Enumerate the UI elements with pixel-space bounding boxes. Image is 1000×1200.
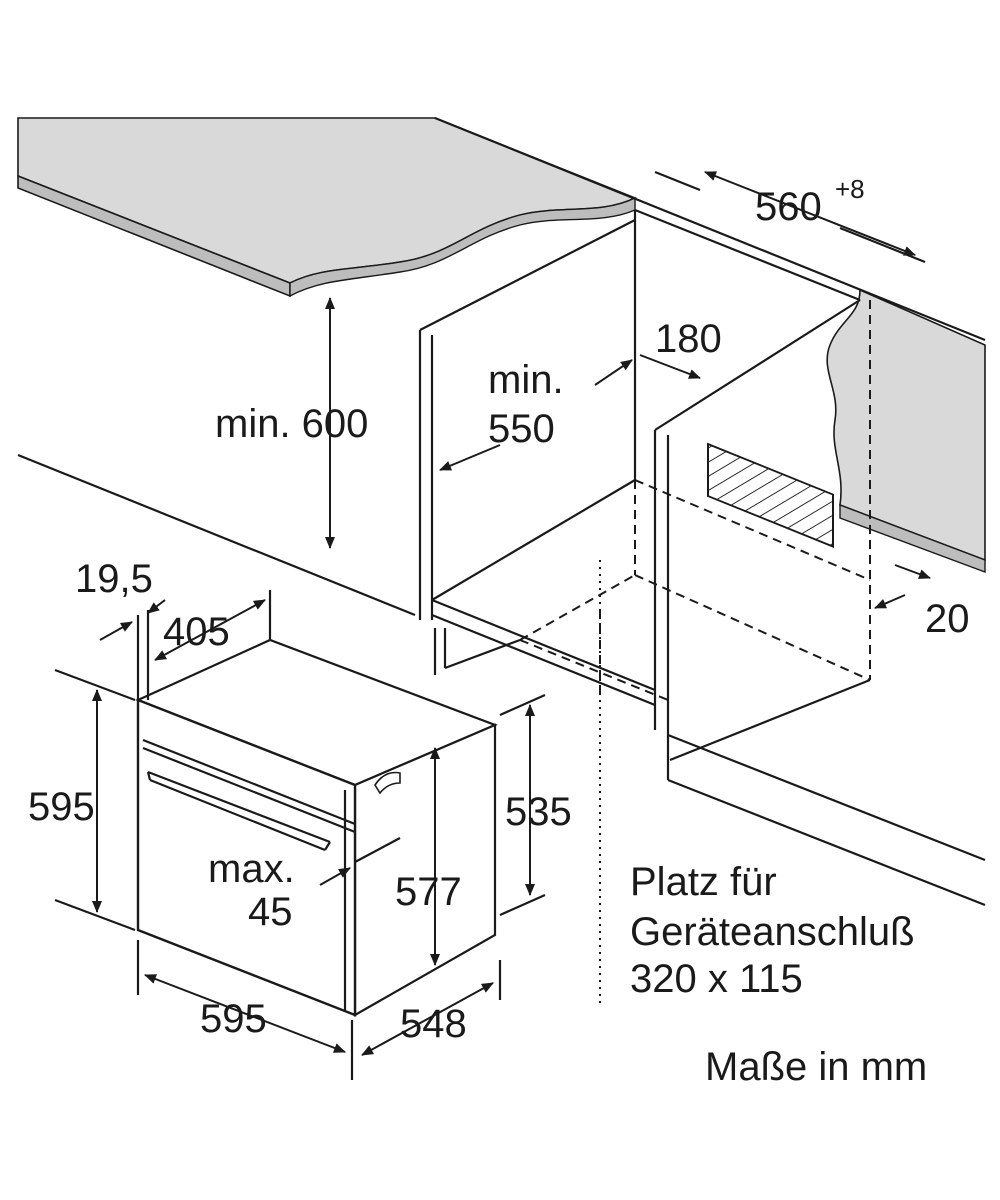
handle-label-1: max. bbox=[208, 847, 295, 891]
niche-width-label: 560 bbox=[755, 185, 822, 229]
inner-height-label: 577 bbox=[395, 870, 462, 914]
top-depth-label: 405 bbox=[163, 610, 230, 654]
niche-width-tolerance: +8 bbox=[835, 174, 865, 204]
connection-label-2: Geräteanschluß bbox=[630, 910, 915, 954]
units-label: Maße in mm bbox=[705, 1045, 927, 1089]
dimension-arrows bbox=[54, 170, 931, 1080]
oven-width-label: 595 bbox=[200, 997, 267, 1041]
connection-label-1: Platz für bbox=[630, 860, 777, 904]
min-depth-label-2: 550 bbox=[488, 407, 555, 451]
vent-depth-label: 180 bbox=[655, 317, 722, 361]
countertop-left bbox=[17, 117, 637, 298]
oven-depth-label: 548 bbox=[400, 1002, 467, 1046]
min-height-label: min. 600 bbox=[215, 402, 368, 446]
min-depth-label-1: min. bbox=[488, 358, 564, 402]
countertop-right bbox=[826, 288, 986, 574]
oven bbox=[135, 638, 498, 1017]
door-offset-label: 19,5 bbox=[75, 557, 153, 601]
connection-label-3: 320 x 115 bbox=[630, 957, 803, 1001]
handle-label-2: 45 bbox=[248, 890, 293, 934]
cabinet-lines bbox=[17, 116, 986, 1005]
oven-height-label: 595 bbox=[28, 785, 95, 829]
gap-label: 20 bbox=[925, 597, 970, 641]
side-height-label: 535 bbox=[505, 790, 572, 834]
